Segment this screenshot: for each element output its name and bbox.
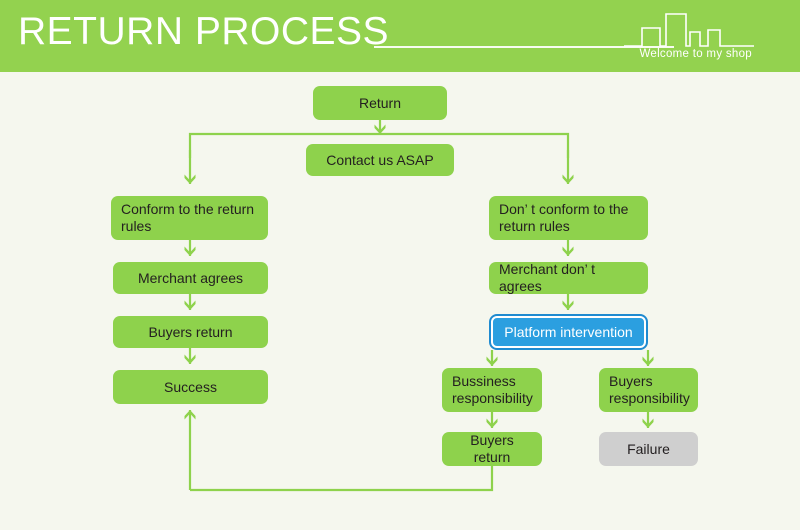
edge-loopback-path xyxy=(190,466,494,492)
title-divider-rule xyxy=(374,46,674,48)
city-skyline-icon xyxy=(624,13,754,47)
node-contact-us-asap[interactable]: Contact us ASAP xyxy=(306,144,454,176)
node-success[interactable]: Success xyxy=(113,370,268,404)
node-conform-to-return-rules[interactable]: Conform to the return rules xyxy=(111,196,268,240)
edge-contact-split-bar xyxy=(188,132,570,158)
node-dont-conform-to-return-rules[interactable]: Don’ t conform to the return rules xyxy=(489,196,648,240)
node-failure[interactable]: Failure xyxy=(599,432,698,466)
shop-tagline: Welcome to my shop xyxy=(639,48,752,60)
node-buyers-return-left[interactable]: Buyers return xyxy=(113,316,268,348)
node-buyers-responsibility[interactable]: Buyers responsibility xyxy=(599,368,698,412)
node-buyers-return-right[interactable]: Buyers return xyxy=(442,432,542,466)
page-header-banner: RETURN PROCESS Welcome to my shop xyxy=(0,0,800,72)
node-return[interactable]: Return xyxy=(313,86,447,120)
node-merchant-dont-agrees[interactable]: Merchant don’ t agrees xyxy=(489,261,648,294)
page-title: RETURN PROCESS xyxy=(18,10,390,53)
node-platform-intervention[interactable]: Platform intervention xyxy=(491,316,646,348)
node-merchant-agrees[interactable]: Merchant agrees xyxy=(113,262,268,294)
flowchart-connectors xyxy=(184,118,654,492)
node-bussiness-responsibility[interactable]: Bussiness responsibility xyxy=(442,368,542,412)
flowchart-canvas: Return Contact us ASAP Conform to the re… xyxy=(0,72,800,530)
